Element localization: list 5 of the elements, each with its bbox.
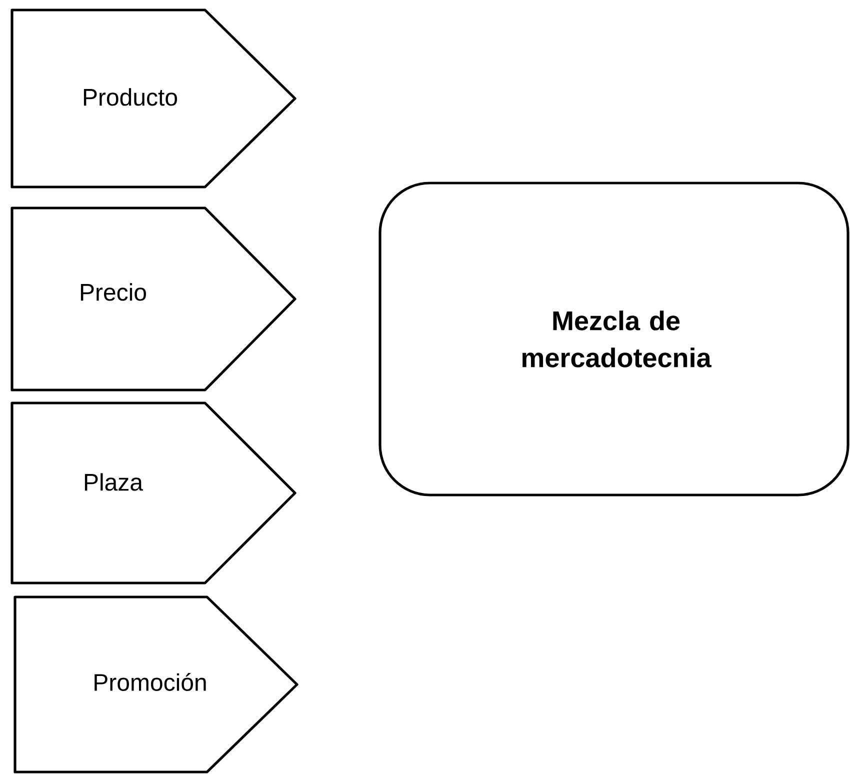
chevron-box: Precio bbox=[10, 206, 296, 392]
rounded-box: Mezcla de mercadotecnia bbox=[378, 182, 850, 496]
chevron-box: Producto bbox=[10, 8, 296, 188]
chevron-box: Promoción bbox=[14, 596, 298, 774]
chevron-box: Plaza bbox=[10, 402, 296, 584]
